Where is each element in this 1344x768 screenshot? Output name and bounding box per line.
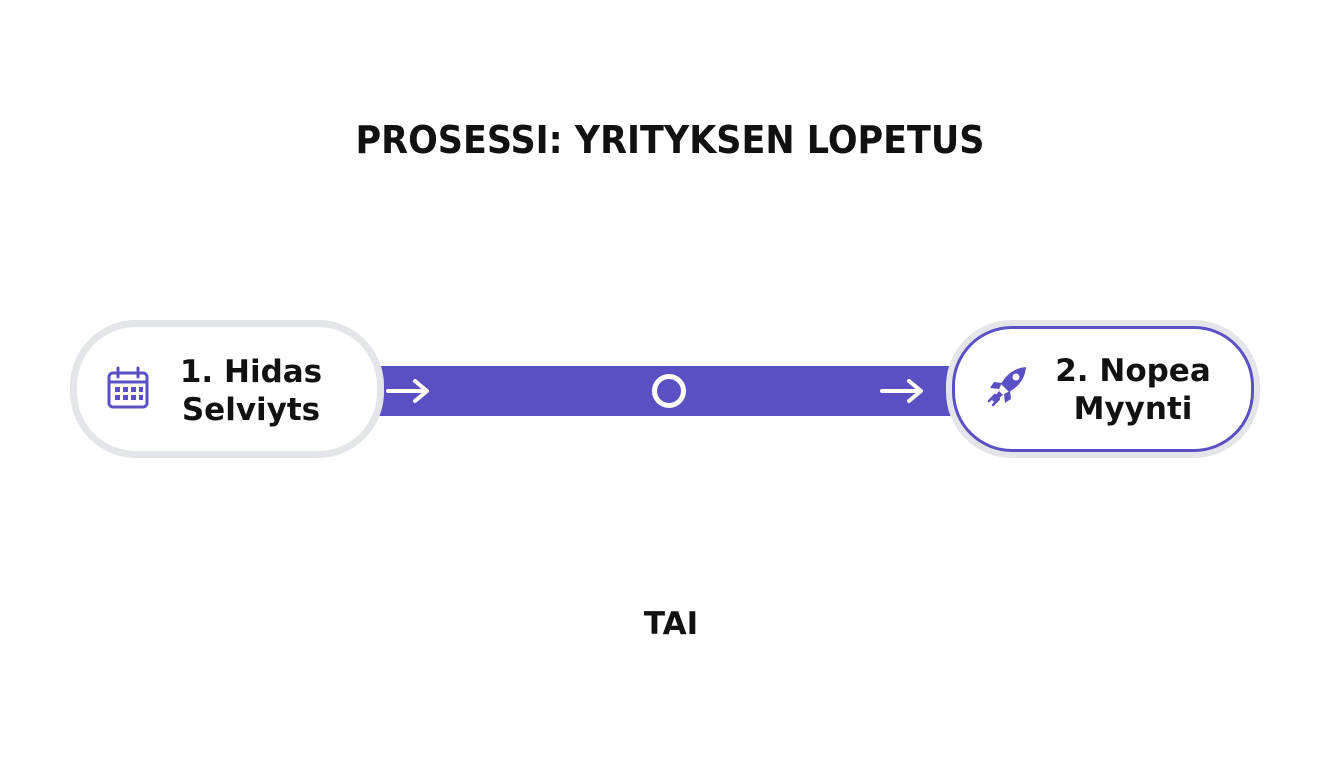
- connector-node-circle: [652, 374, 686, 408]
- arrow-right-icon: [880, 379, 923, 403]
- diagram-title: PROSESSI: YRITYKSEN LOPETUS: [355, 118, 985, 162]
- step-quick-sale: 2. Nopea Myynti: [946, 320, 1260, 458]
- calendar-icon: [107, 366, 149, 409]
- separator-label: TAI: [643, 606, 699, 642]
- rocket-icon: [987, 367, 1026, 407]
- process-connector-bar: [378, 366, 956, 416]
- step-label: 2. Nopea Myynti: [1048, 352, 1218, 428]
- step-label-line1: 1. Hidas: [179, 354, 323, 390]
- step-slow-liquidation: 1. Hidas Selviyts: [70, 320, 384, 458]
- step-label-line2: Selviyts: [181, 392, 321, 428]
- arrow-right-icon: [386, 379, 429, 403]
- step-label: 1. Hidas Selviyts: [171, 353, 331, 429]
- step-label-line2: Myynti: [1073, 391, 1193, 427]
- step-label-line1: 2. Nopea: [1055, 353, 1211, 389]
- highlight-border: [952, 326, 1254, 452]
